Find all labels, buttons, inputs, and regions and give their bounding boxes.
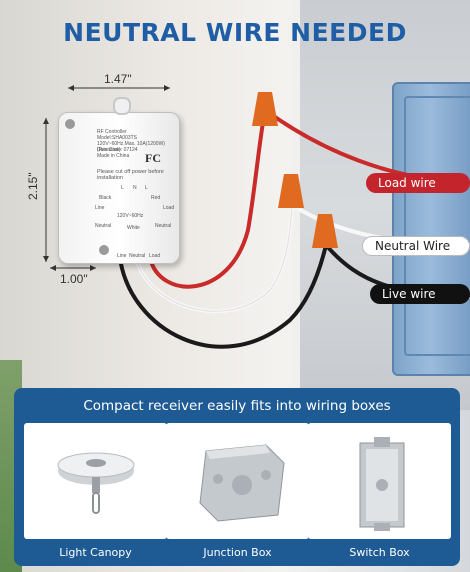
width-dimension: 1.47" (104, 72, 132, 86)
load-wire-label: Load wire (366, 173, 470, 193)
neutral-wire-label: Neutral Wire (362, 236, 470, 256)
caption-junction-box: Junction Box (203, 546, 272, 559)
light-canopy-card (24, 423, 167, 539)
receiver-label-line5: Made in China (97, 153, 130, 159)
receiver-label-line2: Model:SHA003TS (97, 135, 138, 141)
fit-info-panel: Compact receiver easily fits into wiring… (14, 388, 460, 566)
junction-box-card (166, 423, 309, 539)
wire-label-neutral: Neutral (95, 223, 112, 229)
wire-label-white: White (127, 225, 140, 231)
wire-label-black: Black (99, 195, 112, 201)
switch-box-image (359, 437, 405, 531)
dimension-arrows (43, 85, 170, 271)
caption-light-canopy: Light Canopy (59, 546, 132, 559)
receiver-label-line3: 120V~60Hz,Max. 10A(1200W)(Resistive) (97, 141, 165, 153)
receiver-warning: Please cut off power before installation (97, 169, 164, 181)
load-wire-red (148, 108, 470, 289)
wire-label-line: Line (95, 205, 105, 211)
receiver-voltage: 120V~60Hz (117, 213, 144, 219)
receiver-label-line4: Date Code: 07124 (97, 147, 138, 153)
page-title: NEUTRAL WIRE NEEDED (63, 18, 407, 47)
wire-nut-load (252, 92, 278, 126)
wire-label-load: Load (163, 205, 175, 211)
wire-label-red: Red (151, 195, 161, 201)
terminal-n: N (133, 185, 137, 191)
receiver-label-line1: RF Controller (97, 129, 127, 135)
rf-receiver-device: RF Controller Model:SHA003TS 120V~60Hz,M… (58, 97, 180, 264)
light-canopy-image (57, 452, 135, 514)
panel-title: Compact receiver easily fits into wiring… (83, 398, 391, 414)
caption-switch-box: Switch Box (349, 546, 410, 559)
depth-dimension: 1.00" (60, 272, 88, 286)
terminal-l2: L (145, 185, 148, 191)
fcc-logo: FC (145, 151, 161, 165)
switch-box-card (308, 423, 451, 539)
wire-nut-neutral (278, 174, 304, 208)
wire-nut-live (312, 214, 338, 248)
bottom-label-neutral: Neutral (129, 253, 146, 259)
terminal-l1: L (121, 185, 124, 191)
live-wire-label: Live wire (370, 284, 470, 304)
bottom-label-load: Load (149, 253, 161, 259)
wall-junction-box (392, 82, 470, 376)
wire-label-neutral-right: Neutral (155, 223, 172, 229)
bottom-label-line: Line (117, 253, 127, 259)
junction-box-image (199, 444, 285, 522)
